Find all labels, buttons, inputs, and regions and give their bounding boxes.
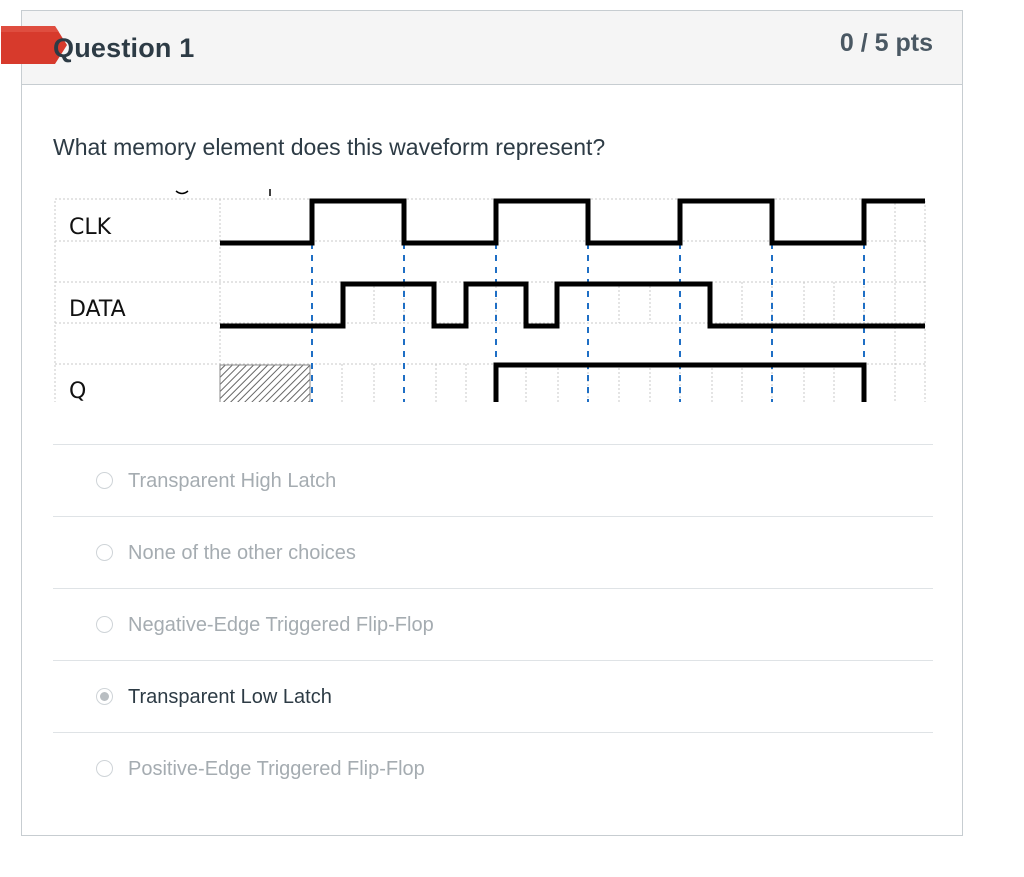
answer-option[interactable]: Negative-Edge Triggered Flip-Flop [53,588,933,660]
answer-label: None of the other choices [128,542,356,564]
answer-label: Transparent High Latch [128,470,337,492]
waveform-grid [54,198,926,402]
clk-waveform [220,198,925,246]
q-unknown-region [219,364,311,402]
answer-label: Transparent Low Latch [128,686,332,708]
q-waveform [493,362,867,402]
answer-option[interactable]: Transparent High Latch [53,444,933,516]
radio-button[interactable] [96,760,113,777]
question-header: Question 1 0 / 5 pts [1,11,962,85]
answer-option-selected[interactable]: Transparent Low Latch [53,660,933,732]
signal-label-clk: CLK [69,215,112,240]
radio-button-selected[interactable] [96,688,113,705]
answer-option[interactable]: Positive-Edge Triggered Flip-Flop [53,732,933,804]
question-points: 0 / 5 pts [839,29,933,57]
question-text: What memory element does this waveform r… [53,134,606,160]
answer-label: Positive-Edge Triggered Flip-Flop [128,758,425,780]
answer-label: Negative-Edge Triggered Flip-Flop [128,614,434,636]
question-flag-icon [1,26,67,64]
question-title: Question 1 [53,33,195,63]
radio-button[interactable] [96,544,113,561]
cropped-text-fragment [175,189,271,196]
question-card: Question 1 0 / 5 pts What memory element… [1,10,963,836]
waveform-diagram: CLK DATA Q [54,189,926,402]
radio-button[interactable] [96,472,113,489]
signal-label-data: DATA [69,297,126,322]
radio-button[interactable] [96,616,113,633]
answer-option[interactable]: None of the other choices [53,516,933,588]
answer-list: Transparent High Latch None of the other… [53,444,933,804]
data-waveform [220,281,925,329]
signal-label-q: Q [69,379,86,402]
